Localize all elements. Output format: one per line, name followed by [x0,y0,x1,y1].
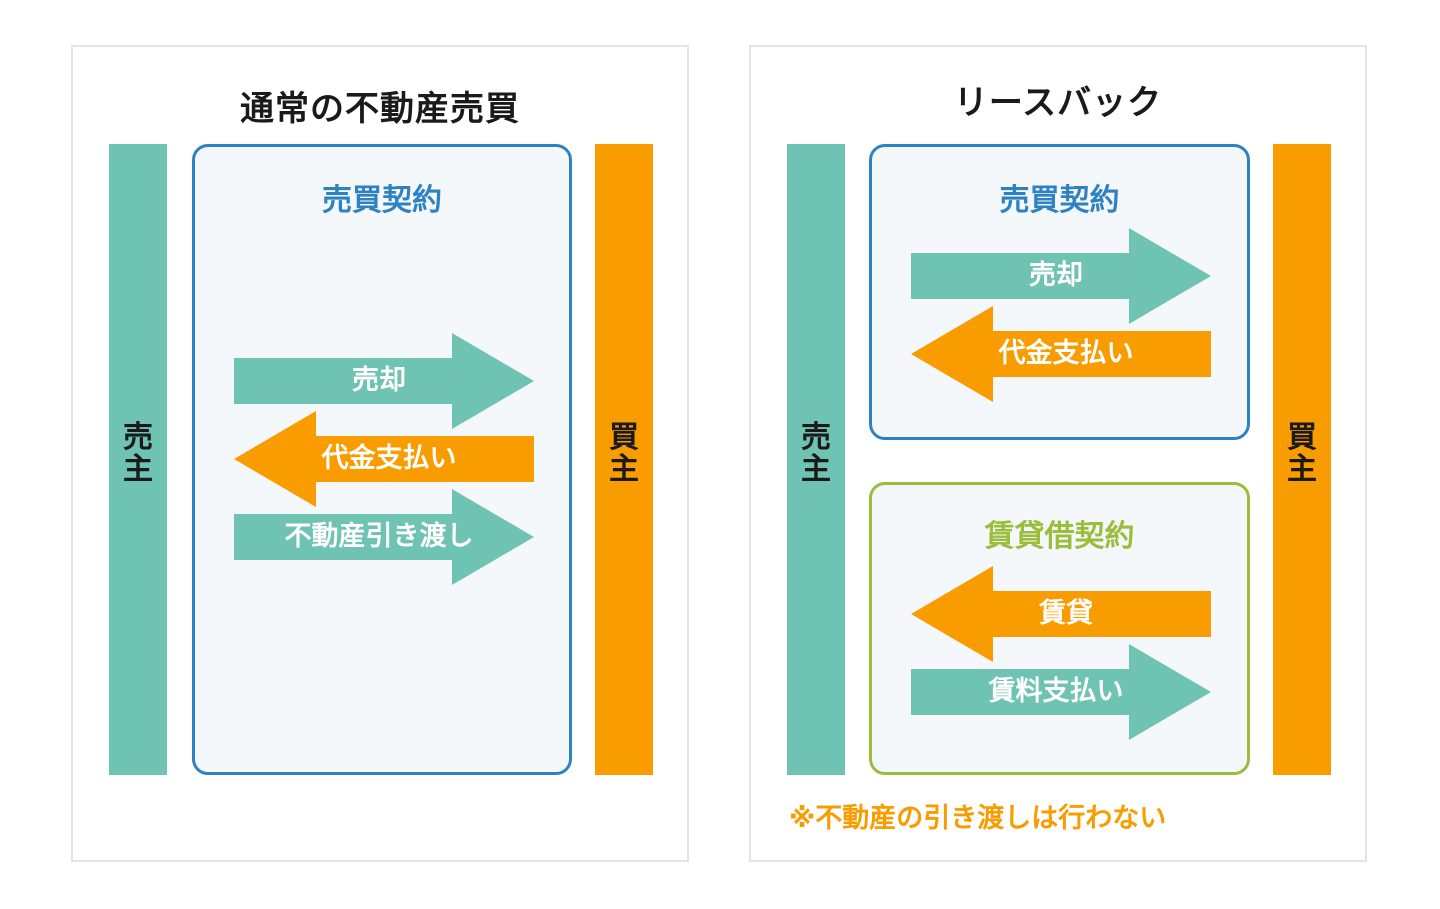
seller-bar: 売 主 [109,144,167,775]
sales-contract-box: 売買契約 売却 代金支払い [869,144,1250,440]
arrow-shape [234,411,534,507]
arrow-shape [911,228,1211,324]
contract-title: 賃貸借契約 [984,519,1135,554]
normal-sale-panel: 通常の不動産売買 売 主 売買契約 売却 代金支払い 不動産引き渡し 買 主 [71,45,689,862]
buyer-label-text: 買 主 [1287,420,1317,487]
buyer-bar: 買 主 [1273,144,1331,775]
arrow-label: 売却 [1029,260,1083,291]
sales-contract-box: 売買契約 売却 代金支払い 不動産引き渡し [192,144,572,775]
payment-arrow: 代金支払い [234,411,534,507]
leaseback-panel: リースバック 売 主 売買契約 売却 代金支払い 賃貸借契約 賃貸 賃料支払い … [749,45,1367,862]
arrow-label: 賃貸 [1039,598,1093,629]
seller-label: 売 主 [109,422,167,486]
buyer-bar: 買 主 [595,144,653,775]
payment-arrow: 代金支払い [911,306,1211,402]
arrow-label: 不動産引き渡し [284,521,474,552]
panel-title: リースバック [953,83,1163,123]
buyer-label: 買 主 [595,422,653,486]
buyer-label: 買 主 [1273,422,1331,486]
buyer-label-text: 買 主 [609,420,639,487]
arrow-shape [234,489,534,585]
seller-label-text: 売 主 [123,420,153,487]
sale-arrow: 売却 [911,228,1211,324]
arrow-shape [911,644,1211,740]
arrow-label: 売却 [352,365,406,396]
arrow-label: 代金支払い [998,338,1134,369]
arrow-shape [234,333,534,429]
sale-arrow: 売却 [234,333,534,429]
panel-title: 通常の不動産売買 [240,89,520,129]
note-text: ※不動産の引き渡しは行わない [789,803,1167,834]
property-handover-arrow: 不動産引き渡し [234,489,534,585]
arrow-label: 賃料支払い [988,676,1124,707]
lease-arrow: 賃貸 [911,566,1211,662]
arrow-label: 代金支払い [321,443,457,474]
lease-contract-box: 賃貸借契約 賃貸 賃料支払い [869,482,1250,775]
seller-bar: 売 主 [787,144,845,775]
seller-label: 売 主 [787,422,845,486]
seller-label-text: 売 主 [801,420,831,487]
rent-payment-arrow: 賃料支払い [911,644,1211,740]
arrow-shape [911,306,1211,402]
arrow-shape [911,566,1211,662]
contract-title: 売買契約 [322,183,442,218]
contract-title: 売買契約 [999,183,1120,218]
